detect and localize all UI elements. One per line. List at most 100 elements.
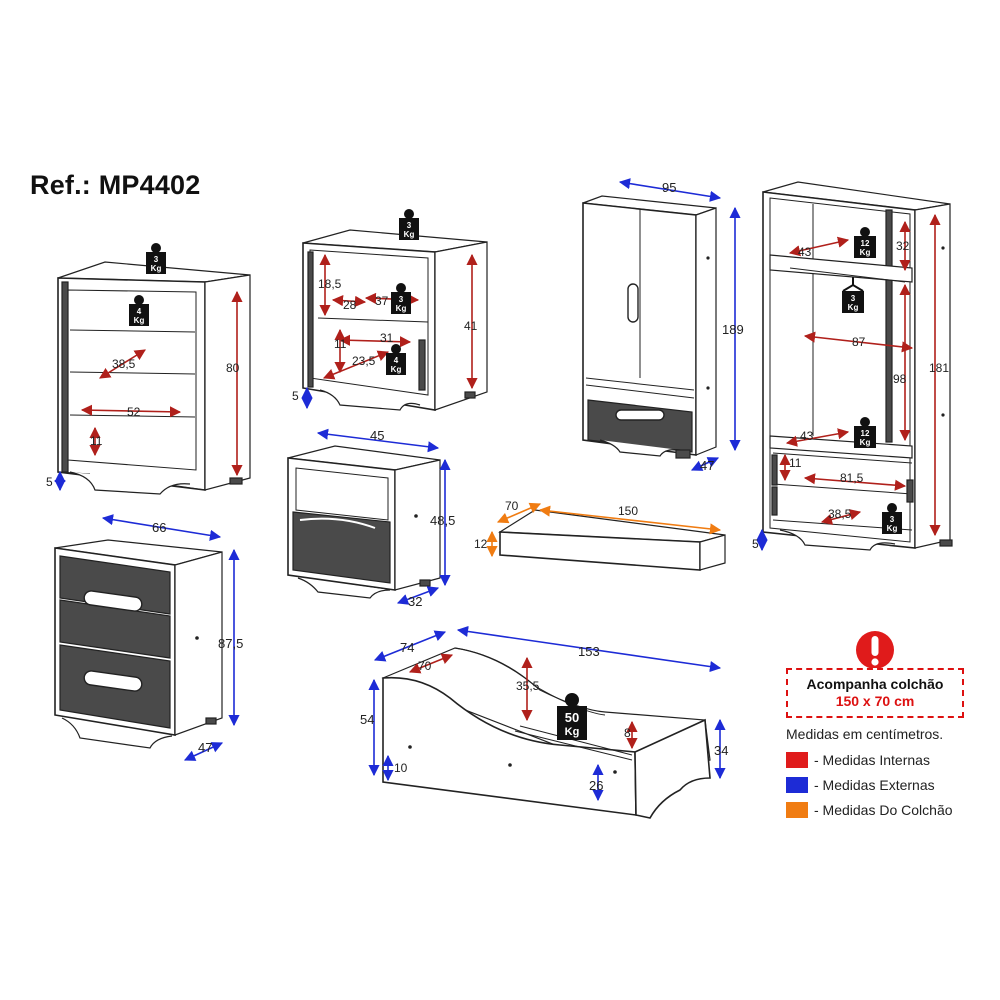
svg-text:12: 12: [861, 239, 870, 248]
mattress-notice: Acompanha colchão 150 x 70 cm: [786, 668, 964, 718]
weight-badge-nightstand-shelf: 3 Kg: [391, 283, 411, 314]
dim-wd-foot: 5: [752, 537, 759, 551]
wardrobe-closed-drawing: [582, 195, 717, 459]
dim-ns-ext-depth: 32: [408, 594, 422, 609]
dim-ns-foot: 5: [292, 389, 299, 403]
dim-wd-ext-width: 95: [662, 180, 676, 195]
svg-text:3: 3: [890, 515, 895, 524]
dim-ns-w2: 37: [375, 294, 389, 308]
dim-bed-under: 26: [589, 778, 603, 793]
dim-wd-int-width: 87: [852, 335, 866, 349]
dim-chest-int-width: 52: [127, 405, 141, 419]
weight-badge-nightstand-drawer: 4 Kg: [386, 344, 406, 375]
legend-item-mattress: - Medidas Do Colchão: [786, 802, 996, 818]
weight-badge-bed: 50 Kg: [557, 693, 587, 740]
weight-badge-wardrobe-drawer: 3 Kg: [882, 503, 902, 534]
dim-wd-int-drawer-h: 11: [789, 456, 802, 470]
legend-label-mattress: - Medidas Do Colchão: [814, 802, 953, 818]
dim-ns-drawer-h: 11: [334, 337, 347, 351]
dim-bed-slat: 8: [624, 726, 631, 740]
notice-line-2: 150 x 70 cm: [835, 693, 915, 709]
legend-swatch-mattress: [786, 802, 808, 818]
svg-text:3: 3: [407, 221, 412, 230]
nightstand-closed-drawing: [287, 445, 441, 599]
dim-wd-int-bottom: 43: [800, 429, 814, 443]
svg-text:3: 3: [154, 255, 159, 264]
svg-text:Kg: Kg: [391, 365, 402, 374]
nightstand-open-drawing: [302, 229, 488, 411]
svg-text:Kg: Kg: [151, 264, 162, 273]
dim-ns-w4: 23,5: [352, 354, 376, 368]
svg-text:Kg: Kg: [565, 726, 580, 738]
dim-chest-ext-depth: 47: [198, 740, 212, 755]
dimension-lines: [54, 178, 941, 802]
legend-label-internal: - Medidas Internas: [814, 752, 930, 768]
dim-ns-ext-height: 48,5: [430, 513, 455, 528]
dim-ns-w3: 31: [380, 331, 394, 345]
chest-closed-drawing: [54, 539, 223, 749]
svg-text:3: 3: [851, 294, 856, 303]
dim-wd-int-top: 43: [798, 245, 812, 259]
dim-ns-top-h: 18,5: [318, 277, 342, 291]
reference-title: Ref.: MP4402: [30, 170, 201, 200]
weight-badge-nightstand-top: 3 Kg: [399, 209, 419, 240]
chest-open-drawing: [57, 261, 251, 495]
svg-text:Kg: Kg: [396, 304, 407, 313]
svg-text:Kg: Kg: [860, 248, 871, 257]
mattress-drawing: [498, 509, 726, 571]
svg-text:Kg: Kg: [404, 230, 415, 239]
dim-mattress-length: 150: [618, 504, 638, 518]
dim-mattress-depth: 70: [505, 499, 519, 513]
legend-label-external: - Medidas Externas: [814, 777, 935, 793]
legend-swatch-internal: [786, 752, 808, 768]
dim-chest-int-drawer: 11: [90, 434, 103, 448]
dim-bed-guard: 35,5: [516, 679, 540, 693]
notice-line-1: Acompanha colchão: [806, 676, 944, 692]
svg-text:3: 3: [399, 295, 404, 304]
svg-text:Kg: Kg: [848, 303, 859, 312]
weight-badges: 3 Kg 4 Kg 3 Kg 3 Kg 4 Kg 12 Kg: [129, 209, 902, 740]
dim-chest-int-depth: 38,5: [112, 357, 136, 371]
legend-item-external: - Medidas Externas: [786, 777, 996, 793]
dim-ns-ext-width: 45: [370, 428, 384, 443]
dim-bed-depth: 74: [400, 640, 414, 655]
dim-chest-ext-height: 87,5: [218, 636, 243, 651]
dim-chest-int-height: 80: [226, 361, 240, 375]
svg-text:Kg: Kg: [134, 316, 145, 325]
dim-ns-h: 41: [464, 319, 478, 333]
legend-item-internal: - Medidas Internas: [786, 752, 996, 768]
dim-bed-length: 153: [578, 644, 600, 659]
weight-badge-wardrobe-rod: 3 Kg: [842, 277, 864, 313]
dim-bed-int-depth: 70: [418, 659, 432, 673]
svg-text:12: 12: [861, 429, 870, 438]
dim-wd-int-drawer-d: 38,5: [828, 507, 852, 521]
weight-badge-wardrobe-bottom: 12 Kg: [854, 417, 876, 448]
svg-text:Kg: Kg: [887, 524, 898, 533]
svg-text:4: 4: [137, 307, 142, 316]
weight-badge-wardrobe-shelf: 12 Kg: [854, 227, 876, 258]
dim-bed-height: 54: [360, 712, 374, 727]
svg-text:Kg: Kg: [860, 438, 871, 447]
dim-bed-foot: 10: [394, 761, 408, 775]
dim-wd-ext-height: 189: [722, 322, 744, 337]
dim-wd-int-top-h: 32: [896, 239, 910, 253]
legend-note: Medidas em centímetros.: [786, 726, 944, 742]
legend: Medidas em centímetros. - Medidas Intern…: [786, 726, 996, 827]
dimension-labels: 80 38,5 52 11 5 66 87,5 47 18,5 28 37 41…: [46, 180, 949, 793]
dim-wd-ext-depth: 47: [700, 458, 714, 473]
dim-chest-foot: 5: [46, 475, 53, 489]
dim-ns-w1: 28: [343, 298, 357, 312]
bed-drawing: [381, 647, 711, 819]
weight-badge-chest-drawer: 4 Kg: [129, 295, 149, 326]
dim-wd-int-drawer-w: 81,5: [840, 471, 864, 485]
dim-mattress-height: 12: [474, 537, 488, 551]
dim-wd-int-rod-h: 98: [893, 372, 907, 386]
warning-icon: [856, 631, 894, 669]
svg-text:4: 4: [394, 356, 399, 365]
legend-swatch-external: [786, 777, 808, 793]
dim-chest-ext-width: 66: [152, 520, 166, 535]
weight-badge-chest-top: 3 Kg: [146, 243, 166, 274]
svg-text:50: 50: [565, 710, 579, 725]
dim-wd-int-height: 181: [929, 361, 949, 375]
